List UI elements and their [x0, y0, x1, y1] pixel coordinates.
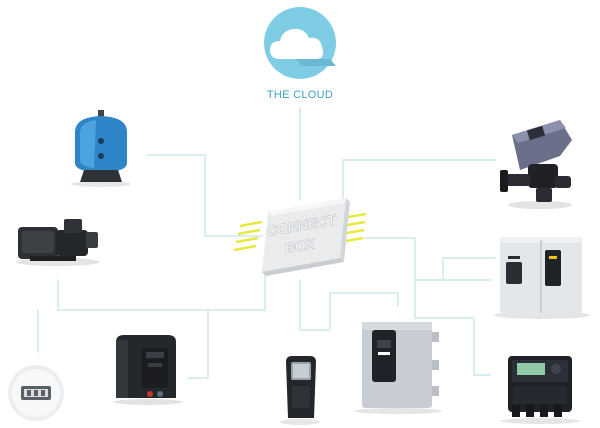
connector-lines: [37, 107, 496, 379]
line-handheld: [299, 279, 399, 331]
cloud-icon: [264, 7, 336, 79]
line-heatpump: [187, 309, 209, 379]
pool-pump-icon: [16, 219, 100, 266]
hub-label-line2: BOX: [283, 235, 317, 256]
sand-filter-icon: [71, 110, 131, 187]
chlorinator-panel-icon: [354, 322, 442, 414]
heat-pump-icon: [113, 335, 183, 405]
line-controlbox: [414, 269, 491, 376]
line-cabinet-b: [442, 257, 496, 281]
round-sensor-icon: [8, 365, 64, 421]
control-box-icon: [500, 356, 580, 424]
connect-box-hub: [233, 198, 367, 276]
dual-control-cabinet-icon: [494, 237, 590, 319]
line-valve: [342, 159, 496, 201]
line-pump-sensor: [57, 267, 266, 311]
line-filter: [146, 154, 263, 237]
cloud-label: THE CLOUD: [266, 89, 334, 101]
line-cabinet: [364, 237, 491, 281]
multiport-valve-icon: [500, 120, 572, 209]
handheld-controller-icon: [280, 356, 320, 425]
